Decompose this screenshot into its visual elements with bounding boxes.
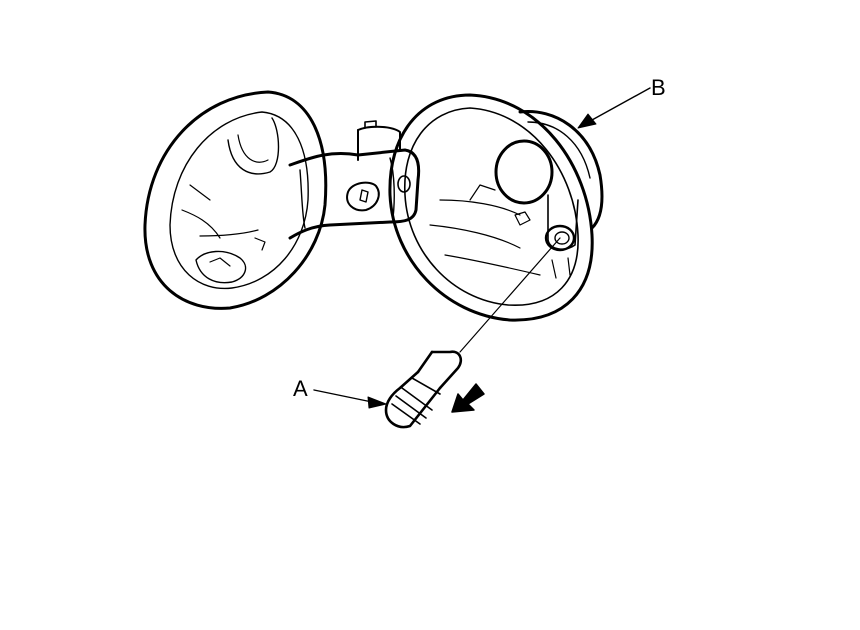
callout-label-b: B	[651, 75, 666, 100]
leader-line-a	[313, 389, 373, 403]
leader-arrowhead-b	[577, 113, 597, 129]
removal-direction-arrow	[451, 383, 485, 413]
leader-line-b	[591, 87, 651, 121]
callout-label-a: A	[293, 376, 308, 401]
fuel-door-ring-housing	[388, 93, 604, 322]
fuel-door-panel	[143, 90, 328, 310]
pin-part	[384, 350, 463, 429]
leader-arrowhead-a	[367, 396, 387, 409]
guide-line	[459, 237, 561, 353]
